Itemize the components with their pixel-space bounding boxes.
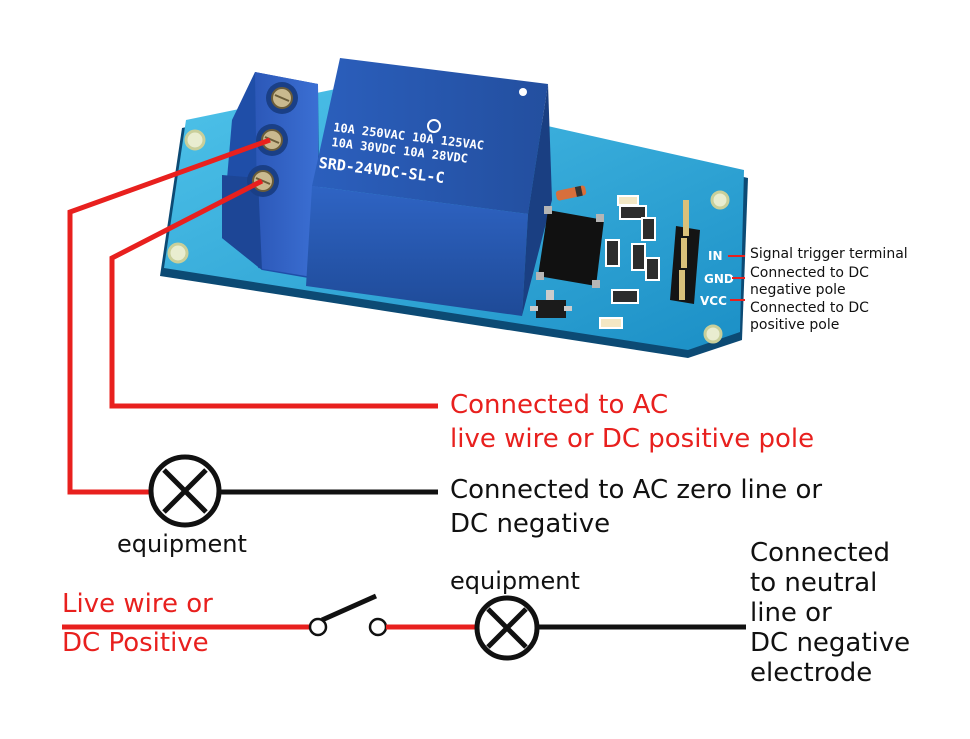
switch-symbol bbox=[308, 593, 388, 637]
leds bbox=[599, 195, 639, 329]
neutral-label-line-1: Connected bbox=[750, 538, 891, 568]
neutral-label-line-3: line or bbox=[750, 598, 832, 628]
optocoupler-chip bbox=[536, 206, 604, 288]
ac-zero-label-line-2: DC negative bbox=[450, 509, 611, 539]
terminal-red-wires bbox=[67, 137, 438, 495]
live-wire-label-line-2: DC Positive bbox=[62, 628, 209, 658]
pin-vcc-description-line-1: Connected to DC bbox=[750, 300, 869, 316]
pin-vcc-description-line-2: positive pole bbox=[750, 317, 840, 333]
neutral-label-line-5: electrode bbox=[750, 658, 873, 688]
pin-label-gnd: GND bbox=[704, 272, 734, 286]
ac-live-label-line-2: live wire or DC positive pole bbox=[450, 424, 815, 454]
ac-live-label-line-1: Connected to AC bbox=[450, 390, 669, 420]
relay-cube: 10A 250VAC 10A 125VAC 10A 30VDC 10A 28VD… bbox=[306, 58, 552, 316]
header-pins bbox=[670, 200, 700, 304]
diode bbox=[555, 185, 587, 201]
pin-gnd-description-line-2: negative pole bbox=[750, 282, 846, 298]
pin-label-in: IN bbox=[708, 249, 723, 263]
wire-terminal-lower-to-ac-live bbox=[109, 178, 438, 409]
equipment-lamp-upper bbox=[148, 454, 222, 528]
terminal-screw-3 bbox=[247, 165, 279, 197]
pin-label-vcc: VCC bbox=[700, 294, 727, 308]
equipment-label-lower: equipment bbox=[450, 567, 580, 595]
pin-pointers bbox=[728, 255, 745, 301]
terminal-screw-2 bbox=[256, 124, 288, 156]
screw-terminal-block bbox=[222, 72, 320, 280]
neutral-label-line-2: to neutral bbox=[750, 568, 878, 598]
bottom-circuit bbox=[62, 593, 746, 661]
smd-resistors bbox=[605, 205, 660, 304]
pin-gnd-description-line-1: Connected to DC bbox=[750, 265, 869, 281]
equipment-lamp-lower bbox=[474, 595, 540, 661]
wire-terminal-middle-to-equipment bbox=[67, 137, 271, 495]
equipment-label-upper: equipment bbox=[117, 530, 247, 558]
live-wire-label-line-1: Live wire or bbox=[62, 589, 213, 619]
transistor bbox=[530, 290, 572, 318]
neutral-label-line-4: DC negative bbox=[750, 628, 911, 658]
pcb-components: IN GND VCC bbox=[530, 185, 734, 329]
terminal-screw-1 bbox=[266, 82, 298, 114]
pin-in-description: Signal trigger terminal bbox=[750, 246, 908, 262]
ac-zero-label-line-1: Connected to AC zero line or bbox=[450, 475, 823, 505]
